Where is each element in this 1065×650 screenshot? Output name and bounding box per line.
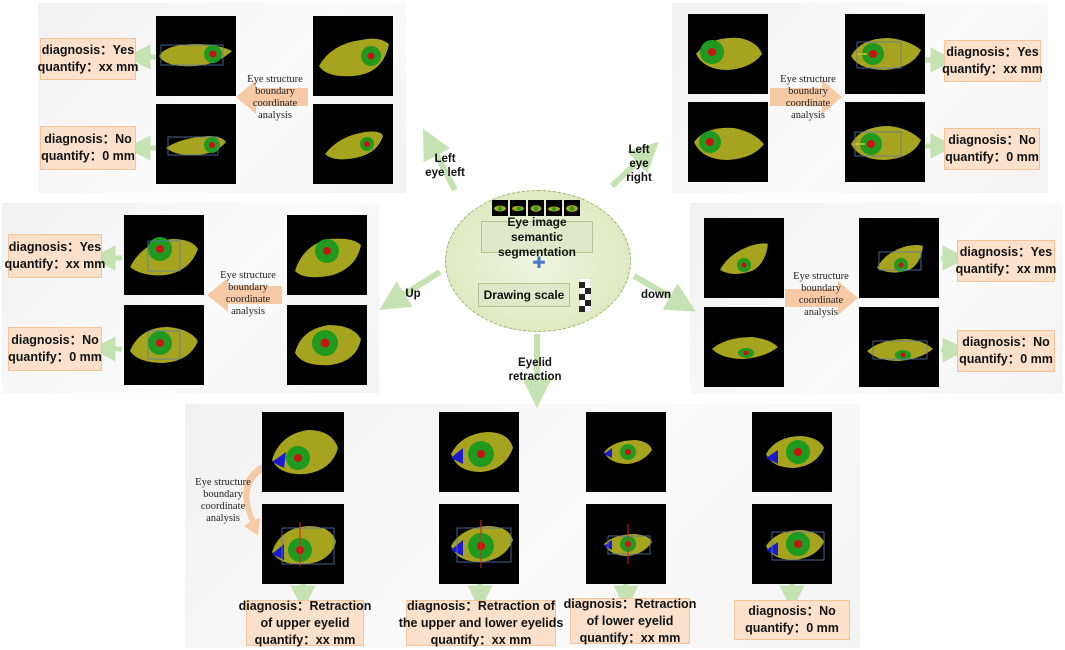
eye-image xyxy=(704,307,784,387)
eye-image xyxy=(688,102,768,182)
thumbnail-strip xyxy=(492,200,582,216)
eye-image xyxy=(287,305,367,385)
eye-image xyxy=(313,104,393,184)
eye-image xyxy=(859,307,939,387)
label-down: down xyxy=(640,289,672,301)
eye-image xyxy=(439,412,519,492)
eye-image xyxy=(586,412,666,492)
eye-image xyxy=(156,16,236,96)
eye-image xyxy=(313,16,393,96)
eye-image xyxy=(845,14,925,94)
eye-image xyxy=(704,218,784,298)
thumb-eye-image xyxy=(564,200,580,216)
eye-image xyxy=(156,104,236,184)
segmentation-line2: segmentation xyxy=(497,244,576,259)
eye-image xyxy=(262,504,344,584)
eye-image xyxy=(752,412,832,492)
eye-image xyxy=(439,504,519,584)
eye-image xyxy=(688,14,768,94)
plus-icon: ✚ xyxy=(532,255,546,272)
eye-image xyxy=(845,102,925,182)
thumb-eye-image xyxy=(510,200,526,216)
eye-image xyxy=(124,215,204,295)
eye-image xyxy=(752,504,832,584)
eye-image xyxy=(586,504,666,584)
thumb-eye-image xyxy=(546,200,562,216)
segmentation-line1: Eye image semantic xyxy=(507,214,567,244)
thumb-eye-image xyxy=(528,200,544,216)
eye-image xyxy=(124,305,204,385)
eye-image xyxy=(859,218,939,298)
segmentation-box: Eye image semantic segmentation xyxy=(481,215,593,259)
checkerboard-scale-icon xyxy=(578,277,592,313)
eye-image xyxy=(287,215,367,295)
label-up: Up xyxy=(405,288,421,300)
thumb-eye-image xyxy=(492,200,508,216)
drawing-scale-box: Drawing scale xyxy=(478,283,570,307)
eye-image xyxy=(262,412,344,492)
